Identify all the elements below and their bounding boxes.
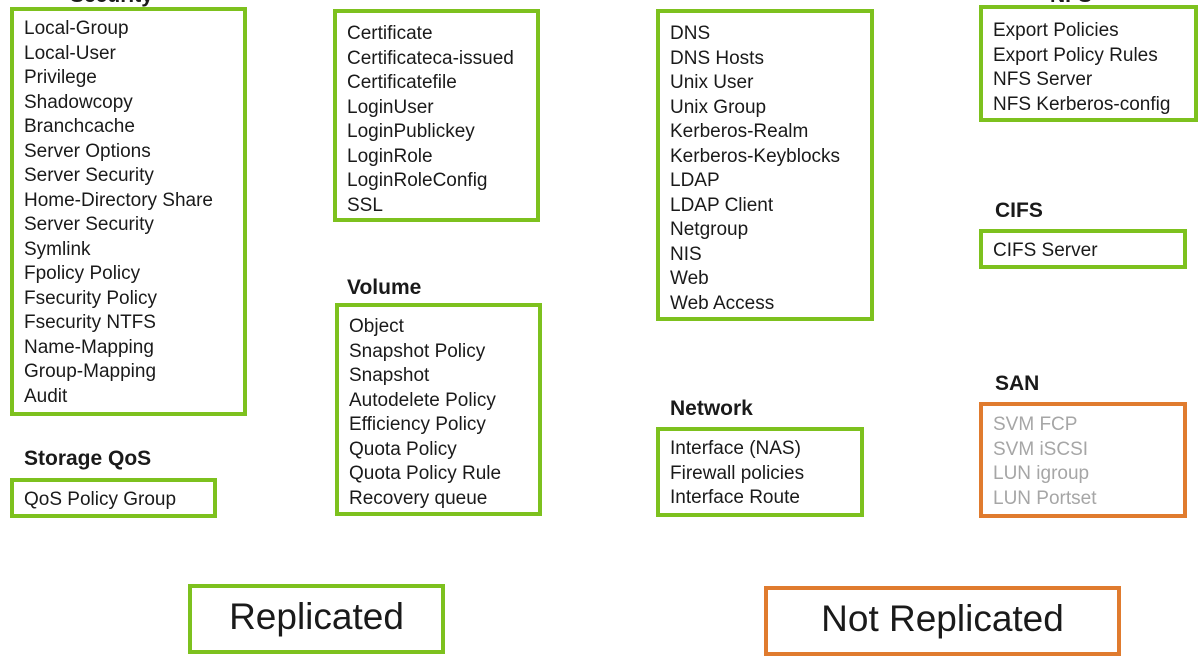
list-item: SSL (347, 194, 383, 216)
legend-not-replicated: Not Replicated (764, 586, 1121, 656)
list-item: Server Security (24, 165, 154, 186)
list-item: LUN Portset (993, 487, 1097, 509)
list-item: Quota Policy (349, 438, 457, 460)
list-item: Certificatefile (347, 72, 457, 93)
cifs-box: CIFS Server (979, 229, 1187, 269)
list-item: CIFS Server (993, 240, 1098, 261)
list-item: NFS Server (993, 69, 1093, 90)
list-item: LDAP (670, 170, 720, 191)
list-item: Certificate (347, 23, 433, 44)
storage-qos-box: QoS Policy Group (10, 478, 217, 518)
list-item: Fsecurity Policy (24, 287, 158, 309)
storage-qos-heading: Storage QoS (24, 447, 152, 470)
list-item: Name-Mapping (24, 336, 154, 358)
list-item: Audit (24, 385, 68, 407)
list-item: Web Access (670, 292, 775, 314)
list-item: Group-Mapping (24, 361, 157, 382)
security-heading: Security (70, 0, 153, 8)
list-item: Quota Policy Rule (349, 463, 502, 484)
legend-replicated: Replicated (188, 584, 445, 654)
list-item: Export Policy Rules (993, 44, 1158, 66)
list-item: SVM FCP (993, 414, 1078, 435)
list-item: Shadowcopy (24, 91, 133, 113)
list-item: Export Policies (993, 20, 1119, 41)
list-item: Web (670, 268, 709, 289)
list-item: Unix Group (670, 96, 767, 118)
list-item: Netgroup (670, 219, 749, 240)
list-item: DNS (670, 23, 711, 44)
nfs-heading: NFS (1050, 0, 1092, 8)
list-item: Interface Route (670, 487, 800, 508)
list-item: SVM iSCSI (993, 438, 1089, 460)
list-item: Autodelete Policy (349, 389, 496, 411)
list-item: Fpolicy Policy (24, 263, 141, 284)
list-item: NIS (670, 243, 702, 265)
volume-heading: Volume (347, 276, 422, 299)
network-heading: Network (670, 397, 753, 420)
list-item: Symlink (24, 238, 91, 260)
cifs-heading: CIFS (995, 199, 1043, 222)
list-item: Certificateca-issued (347, 47, 514, 69)
list-item: Object (349, 316, 404, 337)
list-item: Branchcache (24, 116, 135, 137)
list-item: LoginRoleConfig (347, 170, 488, 191)
list-item: Home-Directory Share (24, 189, 213, 211)
list-item: Server Options (24, 140, 151, 162)
list-item: LoginRole (347, 145, 433, 167)
list-item: Local-Group (24, 18, 129, 39)
list-item: Efficiency Policy (349, 414, 486, 435)
list-item: LDAP Client (670, 194, 774, 216)
list-item: Privilege (24, 67, 97, 88)
list-item: LUN igroup (993, 463, 1090, 484)
list-item: Snapshot (349, 365, 430, 386)
list-item: Kerberos-Keyblocks (670, 145, 841, 167)
list-item: LoginUser (347, 96, 434, 118)
list-item: Snapshot Policy (349, 340, 486, 362)
list-item: Unix User (670, 72, 754, 93)
list-item: QoS Policy Group (24, 489, 177, 510)
list-item: DNS Hosts (670, 47, 764, 69)
san-heading: SAN (995, 372, 1040, 395)
list-item: Server Security (24, 214, 154, 235)
list-item: Fsecurity NTFS (24, 312, 156, 333)
list-item: Firewall policies (670, 462, 805, 484)
list-item: Interface (NAS) (670, 438, 801, 459)
list-item: Recovery queue (349, 487, 488, 509)
list-item: Kerberos-Realm (670, 121, 809, 142)
list-item: LoginPublickey (347, 121, 475, 142)
list-item: Local-User (24, 42, 116, 64)
list-item: NFS Kerberos-config (993, 93, 1171, 115)
